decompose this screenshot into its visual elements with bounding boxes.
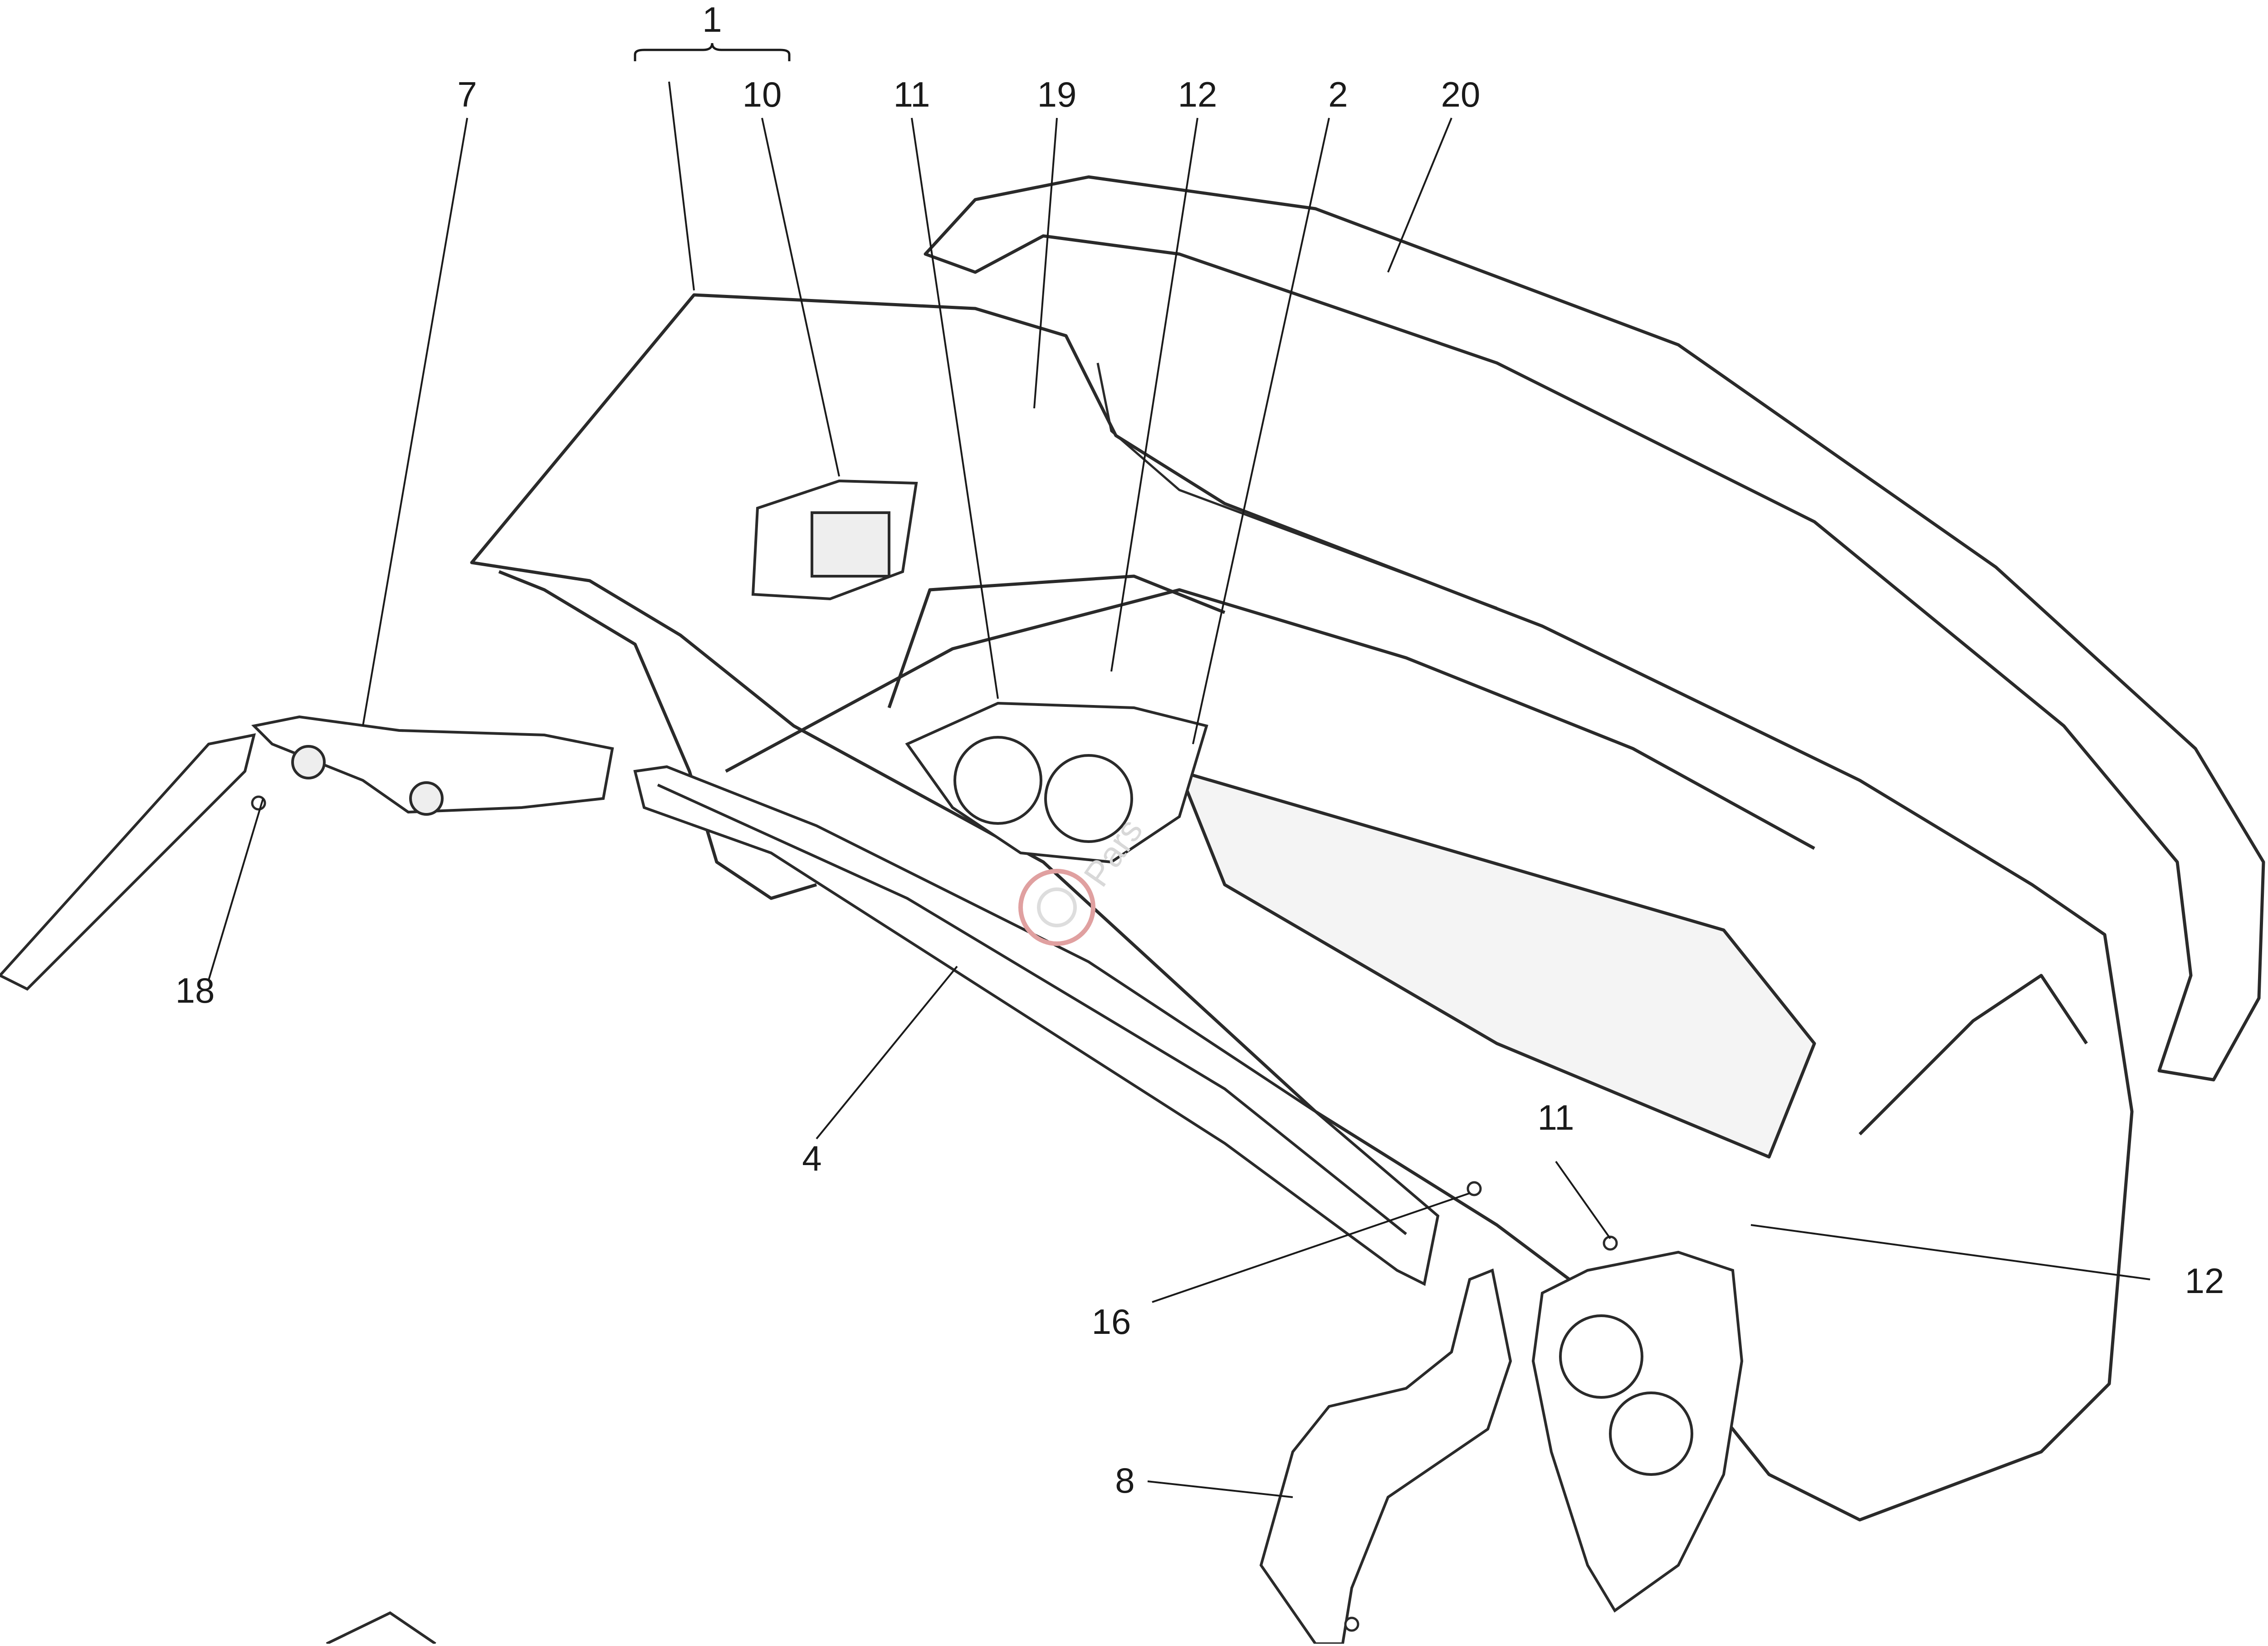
label-19: 19 [1037, 74, 1077, 114]
part-labels: 1 7 10 11 19 12 2 20 18 4 11 12 16 8 [176, 0, 2224, 1500]
label-7: 7 [457, 74, 477, 114]
label-4: 4 [802, 1138, 821, 1178]
label-2: 2 [1328, 74, 1348, 114]
watermark-logo-icon [1018, 869, 1095, 946]
bumper-cover [470, 293, 2134, 1522]
label-10: 10 [743, 74, 782, 114]
label-12-lower: 12 [2185, 1261, 2224, 1301]
license-plate-pocket [751, 479, 918, 601]
upper-spoiler-strip [924, 175, 2265, 1082]
label-11-lower: 11 [1538, 1097, 1574, 1137]
partial-part-bottom-left [326, 1611, 436, 1645]
label-20: 20 [1441, 74, 1481, 114]
label-8: 8 [1115, 1460, 1134, 1500]
clip [251, 795, 1618, 1632]
label-1: 1 [702, 0, 722, 39]
reflector-housing-center [905, 701, 1208, 864]
label-16: 16 [1092, 1302, 1131, 1342]
label-12: 12 [1178, 74, 1217, 114]
label-11: 11 [894, 74, 930, 114]
left-bracket [0, 715, 614, 991]
leader-lines [208, 43, 2151, 1498]
right-lower-bracket [1259, 1268, 1512, 1645]
label-18: 18 [176, 970, 215, 1010]
reflector-housing-right [1531, 1250, 1744, 1613]
